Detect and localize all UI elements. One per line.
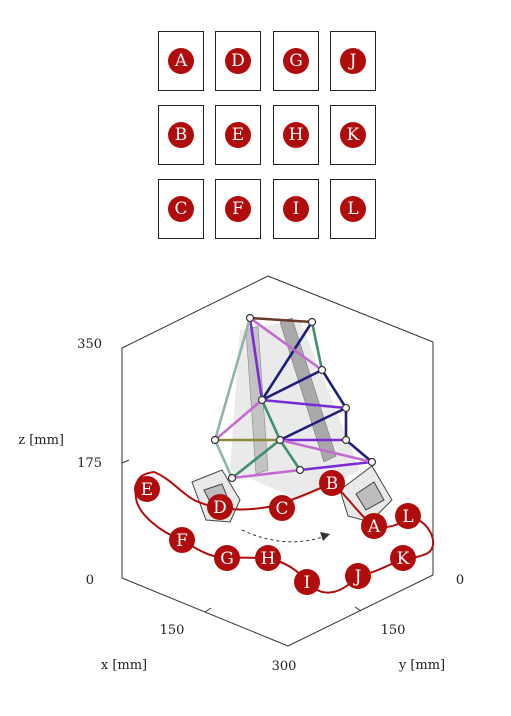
joint — [317, 365, 327, 375]
waypoint-C: C — [269, 495, 295, 521]
x-tick-label: 150 — [160, 623, 185, 638]
panel-a: A — [158, 31, 204, 91]
svg-text:C: C — [275, 499, 288, 519]
panel-l: L — [330, 179, 376, 239]
panel-i: I — [273, 179, 319, 239]
panel-label: L — [340, 196, 366, 222]
panel-label: I — [283, 196, 309, 222]
tick-mark — [121, 459, 130, 464]
strut — [310, 320, 324, 372]
strut — [213, 438, 234, 480]
strut — [260, 398, 282, 442]
waypoint-I: I — [294, 569, 320, 595]
panel-c: C — [158, 179, 204, 239]
strut — [278, 438, 302, 472]
strut — [260, 398, 348, 410]
svg-text:I: I — [304, 573, 311, 593]
box-edge — [267, 275, 434, 343]
strut — [278, 406, 348, 442]
gripper-right — [339, 465, 393, 523]
joint — [367, 457, 377, 467]
y-tick-label: 150 — [381, 623, 406, 638]
waypoint-D: D — [207, 494, 233, 520]
z-tick-label: 350 — [77, 337, 102, 352]
panel-label: D — [225, 48, 251, 74]
panel-g: G — [273, 31, 319, 91]
robot-rod — [245, 325, 269, 475]
z-tick-label: 175 — [77, 456, 102, 471]
svg-text:E: E — [141, 480, 153, 500]
waypoint-H: H — [255, 545, 281, 571]
panel-label: H — [283, 122, 309, 148]
joint — [275, 435, 285, 445]
z-tick-label: 0 — [86, 573, 94, 588]
strut — [260, 368, 324, 402]
panel-e: E — [215, 105, 261, 165]
joint — [210, 435, 220, 445]
panel-label: B — [168, 122, 194, 148]
panel-d: D — [215, 31, 261, 91]
motion-arrow — [241, 529, 327, 543]
waypoint-L: L — [395, 503, 421, 529]
strut — [260, 320, 314, 402]
x-axis-label: x [mm] — [101, 658, 147, 673]
x-tick-label: 300 — [272, 659, 297, 674]
svg-text:L: L — [402, 507, 413, 527]
waypoint-F: F — [169, 527, 195, 553]
waypoint-J: J — [345, 563, 371, 589]
panel-f: F — [215, 179, 261, 239]
strut — [248, 316, 264, 402]
strut — [248, 316, 314, 324]
tick-mark — [204, 607, 212, 613]
panel-k: K — [330, 105, 376, 165]
panel-label: C — [168, 196, 194, 222]
joint — [257, 395, 267, 405]
panel-label: K — [340, 122, 366, 148]
joint — [341, 435, 351, 445]
panel-label: A — [168, 48, 194, 74]
svg-text:J: J — [353, 567, 362, 587]
strut — [248, 316, 324, 372]
arrow-head-icon — [320, 532, 330, 541]
svg-text:F: F — [176, 531, 188, 551]
waypoint-G: G — [214, 545, 240, 571]
joint — [245, 313, 255, 323]
strut — [298, 460, 374, 472]
strut — [213, 316, 252, 442]
tick-mark — [354, 606, 362, 612]
svg-text:D: D — [213, 498, 227, 518]
waypoint-A: A — [361, 513, 387, 539]
panel-b: B — [158, 105, 204, 165]
joint — [227, 473, 237, 483]
panel-j: J — [330, 31, 376, 91]
strut — [320, 368, 348, 410]
waypoint-K: K — [390, 545, 416, 571]
panel-label: G — [283, 48, 309, 74]
robot-structure — [191, 313, 393, 543]
svg-text:A: A — [367, 517, 381, 537]
y-tick-label: 0 — [456, 573, 464, 588]
strut — [278, 438, 374, 464]
joint — [341, 403, 351, 413]
strut — [230, 438, 282, 480]
strut — [230, 468, 302, 480]
z-axis-label: z [mm] — [18, 433, 64, 448]
svg-text:H: H — [261, 549, 276, 569]
box-edge — [121, 275, 269, 349]
panel-label: F — [225, 196, 251, 222]
svg-text:B: B — [326, 474, 339, 494]
strut — [344, 438, 374, 464]
strut — [213, 398, 264, 442]
svg-text:K: K — [397, 549, 410, 569]
joint — [295, 465, 305, 475]
panel-label: E — [225, 122, 251, 148]
panel-h: H — [273, 105, 319, 165]
waypoint-E: E — [134, 476, 160, 502]
waypoint-B: B — [319, 470, 345, 496]
panel-label: J — [340, 48, 366, 74]
svg-text:G: G — [220, 549, 234, 569]
joint — [307, 317, 317, 327]
y-axis-label: y [mm] — [398, 658, 445, 673]
